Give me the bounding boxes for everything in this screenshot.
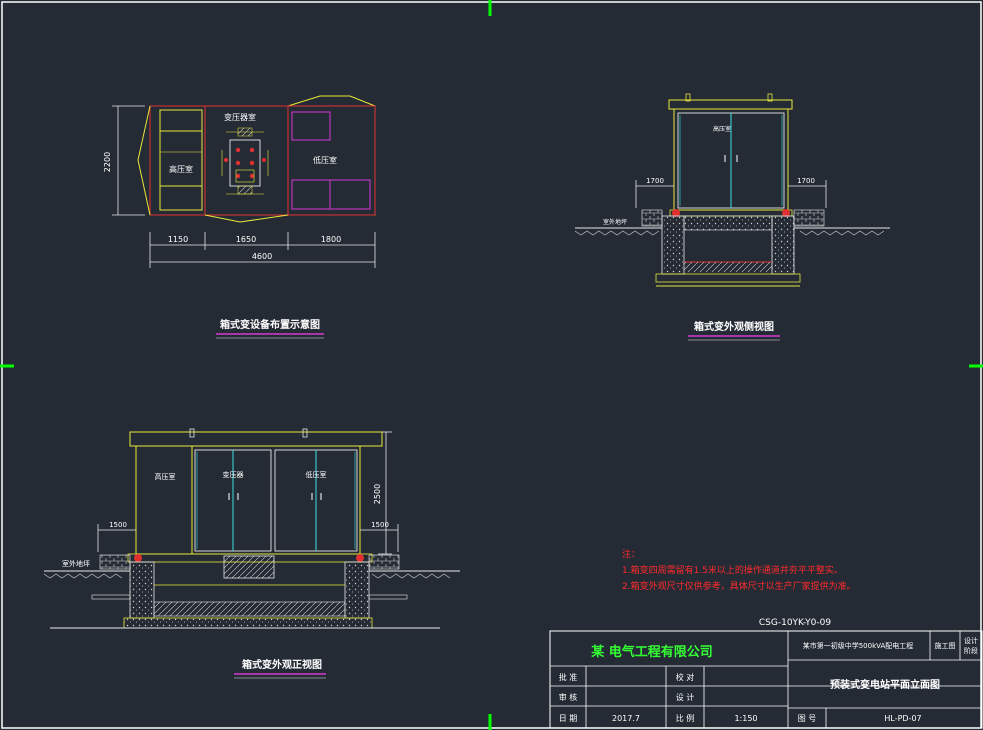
plan-view: 高压室 变压器室 低压室 2200 1150 1650 1800 4600 箱式…	[103, 95, 376, 339]
front-dim-right: 1500	[371, 521, 389, 529]
side-view: 高压室 室外地坪 1700 1700 箱式变外观侧视	[574, 93, 890, 341]
design-stage-1: 设计	[964, 636, 978, 645]
front-dim-height: 2500	[373, 484, 382, 504]
plan-caption: 箱式变设备布置示意图	[220, 318, 320, 331]
plan-dim-3: 1800	[321, 235, 341, 244]
front-caption: 箱式变外观正视图	[242, 658, 322, 671]
label-scale: 比 例	[676, 713, 695, 723]
side-dim-left: 1700	[646, 177, 664, 185]
date-value: 2017.7	[612, 714, 640, 723]
notes-line-2: 2.箱变外观尺寸仅供参考，具体尺寸以生产厂家提供为准。	[622, 580, 856, 592]
drawing-code: CSG-10YK-Y0-09	[759, 618, 832, 628]
scale-value: 1:150	[734, 714, 757, 723]
side-dim-right: 1700	[797, 177, 815, 185]
front-ground-label: 室外地坪	[62, 559, 90, 568]
plan-room-hv-label: 高压室	[169, 164, 193, 174]
notes-heading: 注：	[622, 548, 640, 560]
company-name: 某 电气工程有限公司	[590, 644, 713, 660]
side-door-label: 高压室	[713, 125, 731, 133]
front-dim-left: 1500	[109, 521, 127, 529]
label-approve: 批 准	[559, 672, 578, 682]
plan-dim-2: 1650	[236, 235, 256, 244]
front-room-hv-label: 高压室	[155, 472, 176, 481]
label-drawing-no: 图 号	[798, 714, 817, 723]
plan-room-lv-label: 低压室	[313, 155, 337, 165]
front-view: 高压室 变压器 低压室 室外地坪	[43, 428, 460, 679]
front-room-lv-label: 低压室	[306, 470, 327, 479]
plan-dim-1: 1150	[168, 235, 188, 244]
side-ground-label: 室外地坪	[603, 218, 627, 226]
notes: 注： 1.箱变四周需留有1.5米以上的操作通道并夯平平整实。 2.箱变外观尺寸仅…	[622, 548, 856, 592]
plan-dim-total: 4600	[252, 252, 272, 261]
title-block: CSG-10YK-Y0-09 某 电气工程有限公司 某市第一初级中学500kVA…	[549, 618, 983, 729]
front-room-tr-label: 变压器	[223, 470, 244, 479]
project-name: 某市第一初级中学500kVA配电工程	[803, 641, 914, 650]
notes-line-1: 1.箱变四周需留有1.5米以上的操作通道并夯平平整实。	[622, 564, 843, 576]
side-caption: 箱式变外观侧视图	[694, 320, 774, 333]
design-stage-2: 阶段	[964, 646, 978, 655]
drawing-title: 预装式变电站平面立面图	[830, 678, 940, 691]
project-stage: 施工图	[935, 641, 956, 650]
label-design: 设 计	[676, 692, 695, 702]
label-date: 日 期	[559, 714, 578, 723]
plan-room-tr-label: 变压器室	[224, 112, 256, 122]
drawing-number: HL-PD-07	[884, 714, 921, 723]
plan-dim-depth: 2200	[103, 152, 112, 172]
label-review: 审 核	[559, 692, 578, 702]
label-check: 校 对	[676, 672, 695, 682]
